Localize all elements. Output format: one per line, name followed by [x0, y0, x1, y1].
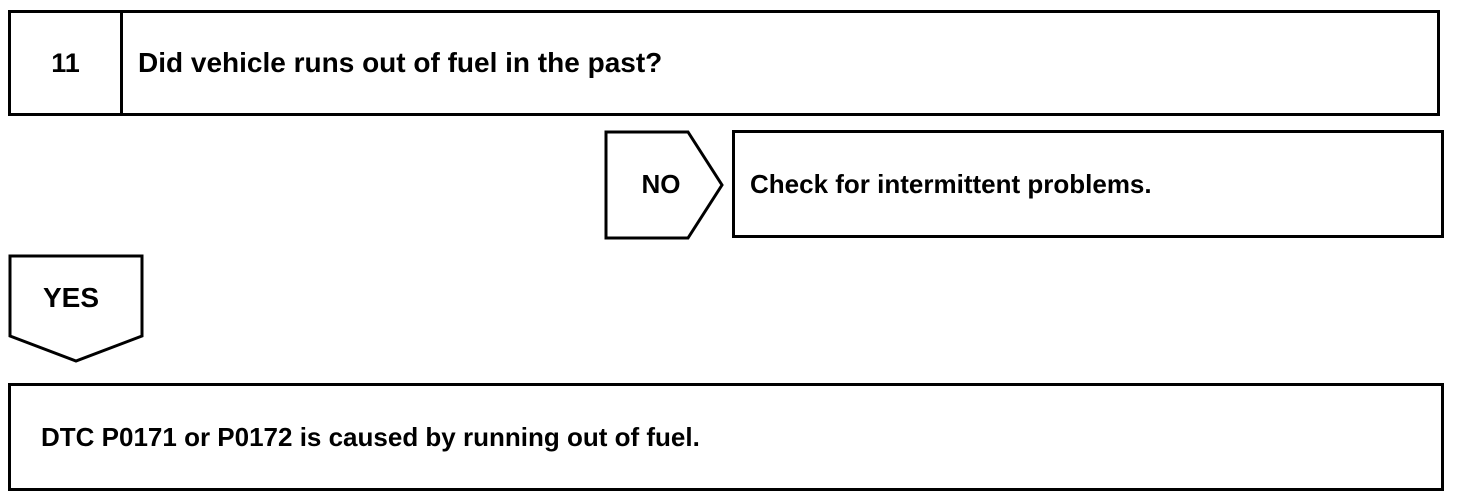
no-branch-label: NO [641, 168, 681, 199]
step-question: Did vehicle runs out of fuel in the past… [138, 47, 663, 78]
yes-result-text: DTC P0171 or P0172 is caused by running … [41, 421, 700, 452]
step-box: 11 Did vehicle runs out of fuel in the p… [8, 10, 1440, 116]
no-result-text: Check for intermittent problems. [750, 168, 1152, 199]
yes-result-box: DTC P0171 or P0172 is caused by running … [8, 383, 1444, 491]
step-number: 11 [11, 13, 123, 113]
no-result-box: Check for intermittent problems. [732, 130, 1444, 238]
yes-branch-label: YES [42, 282, 100, 313]
